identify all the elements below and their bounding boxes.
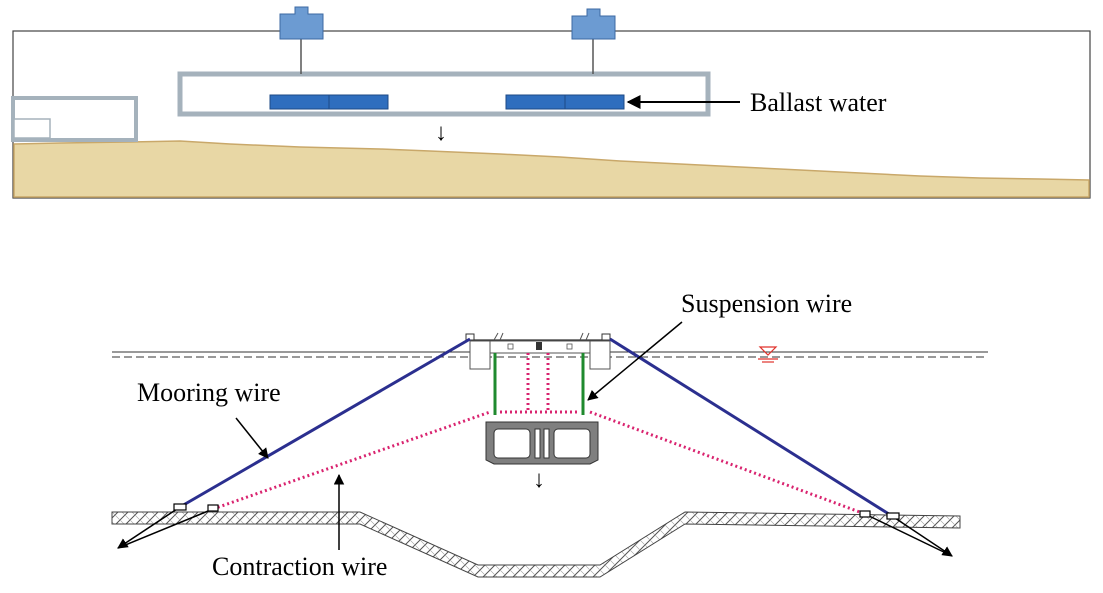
pontoon-left	[279, 6, 324, 74]
bottom-sinking-arrow: ↓	[533, 467, 545, 493]
immersion-pontoon	[465, 332, 611, 370]
suspension-wires	[493, 353, 585, 415]
anchor-right	[859, 510, 953, 557]
contraction-wire-label: Contraction wire	[212, 552, 388, 581]
tunnel-element	[177, 71, 711, 117]
ballast-water-label: Ballast water	[750, 88, 887, 117]
mooring-wire-label: Mooring wire	[137, 378, 281, 407]
seabed-sand	[13, 140, 1090, 198]
top-sinking-arrow: ↓	[435, 120, 447, 146]
pontoon-right	[571, 8, 616, 74]
tunnel-cross-section	[485, 421, 599, 465]
existing-tunnel-structure	[11, 96, 138, 142]
mooring-wires	[179, 337, 893, 518]
top-panel	[11, 6, 1091, 199]
water-level-symbol	[758, 346, 778, 363]
anchor-left	[117, 503, 219, 549]
contraction-wires	[212, 353, 866, 516]
ballast-tanks-left	[269, 94, 389, 110]
suspension-leader-arrow	[587, 321, 683, 401]
ballast-tanks-right	[505, 94, 625, 110]
suspension-wire-label: Suspension wire	[681, 289, 853, 318]
bottom-panel	[111, 321, 988, 578]
mooring-leader-arrow	[235, 417, 269, 459]
